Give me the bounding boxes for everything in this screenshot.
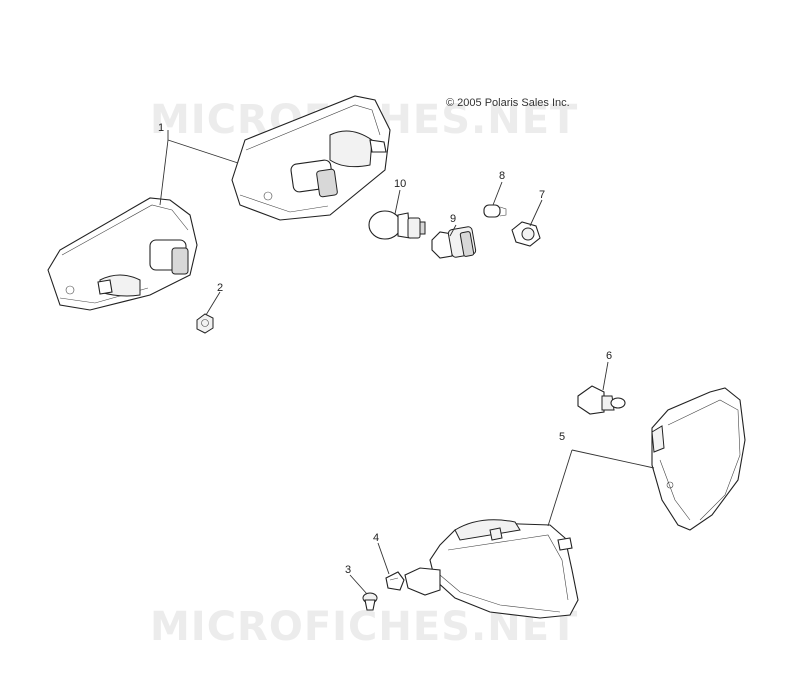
callout-2: 2 (217, 282, 223, 294)
callout-6: 6 (606, 350, 612, 362)
callout-3: 3 (345, 564, 351, 576)
callout-7: 7 (539, 189, 545, 201)
socket-9 (431, 226, 477, 259)
callout-4: 4 (373, 532, 379, 544)
socket-7 (511, 221, 541, 247)
callouts: 1 2 3 4 5 6 7 8 9 10 (158, 122, 612, 576)
headlight-left (404, 519, 579, 619)
screw (362, 592, 378, 611)
bulb-8 (483, 204, 507, 218)
callout-8: 8 (499, 170, 505, 182)
callout-1: 1 (158, 122, 164, 134)
copyright-text: © 2005 Polaris Sales Inc. (446, 97, 570, 109)
nut (196, 313, 214, 334)
clip (385, 571, 405, 591)
tail-lamp-left (47, 197, 198, 311)
bulb-10 (368, 210, 426, 240)
callout-9: 9 (450, 213, 456, 225)
callout-5: 5 (559, 431, 565, 443)
tail-lamp-right (231, 95, 391, 221)
leader-lines (159, 130, 655, 595)
callout-10: 10 (394, 178, 406, 190)
headlight-right (651, 387, 746, 531)
headlight-bulb (577, 385, 626, 415)
